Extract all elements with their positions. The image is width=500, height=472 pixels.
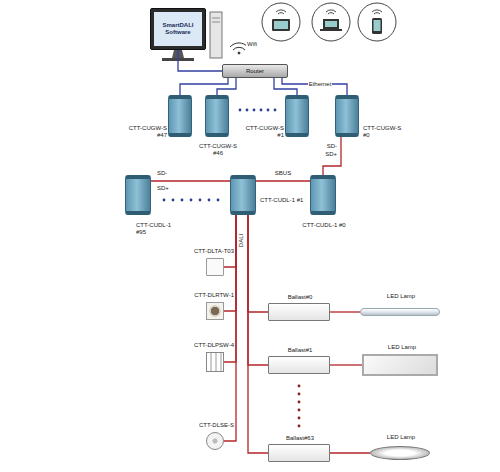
client-devices [262, 3, 396, 41]
tower-slot [212, 22, 220, 23]
connector-wire [180, 78, 228, 95]
device-label: LED Lamp [364, 344, 440, 351]
laptop-icon [320, 19, 342, 31]
device-label: CTT-CUGW-S #0 [363, 125, 407, 139]
tower-slot [212, 18, 220, 19]
signal-label: SD- [156, 170, 168, 177]
dot [298, 393, 301, 396]
dot [298, 385, 301, 388]
signal-label: SD- [326, 143, 338, 150]
signal-label: SD+ [324, 151, 338, 158]
dot [298, 401, 301, 404]
dot [267, 109, 270, 112]
dot [274, 109, 277, 112]
led-downlight: LED Lamp [370, 446, 430, 460]
dot [181, 199, 184, 202]
dot [163, 199, 166, 202]
ballast-driver: Ballast#63 [268, 444, 330, 462]
device-label: Ballast#0 [269, 294, 331, 301]
dot [199, 199, 202, 202]
ellipsis-dots [239, 109, 277, 112]
dot [298, 425, 301, 428]
dot [208, 199, 211, 202]
dot [246, 109, 249, 112]
connector-wire [330, 311, 360, 312]
ellipsis-dots [298, 385, 301, 428]
connector-wire [330, 452, 370, 453]
device-label: CTT-DLTA-T03 [174, 248, 234, 255]
box-text: Router [246, 68, 264, 75]
touch-panel: CTT-DLTA-T03 [206, 258, 224, 276]
pc-tower [210, 12, 222, 58]
device-label: Ballast#63 [269, 435, 331, 442]
ellipsis-dots [163, 199, 220, 202]
connector-wire [323, 137, 341, 175]
connector-wire [151, 180, 230, 181]
signal-label: SD+ [156, 185, 170, 192]
dot [190, 199, 193, 202]
connector-wire [248, 215, 268, 453]
gateway-module: CTT-CUGW-S #46 [205, 95, 229, 137]
device-label: CTT-DLPSW-4 [174, 342, 234, 349]
connector-wire [178, 50, 222, 71]
device-wifi [276, 10, 382, 14]
gateway-module: CTT-CUGW-S #0 [335, 95, 359, 137]
ballast-driver: Ballast#1 [268, 356, 330, 374]
dali-controller: CTT-CUDL-1 #1 [230, 175, 256, 215]
connector-wire [224, 215, 236, 362]
dot [217, 199, 220, 202]
gateway-module: CTT-CUGW-S #47 [168, 95, 192, 137]
connector-wire [256, 180, 310, 181]
led-panel-lamp: LED Lamp [362, 354, 438, 376]
phone-icon [372, 18, 382, 34]
bus-label: DALI [239, 232, 246, 247]
box-text: SmartDALI Software [154, 12, 202, 46]
device-label: LED Lamp [371, 434, 431, 441]
signal-label: Wifi [246, 41, 258, 48]
edge-label: Ethernet [308, 81, 333, 88]
device-label: Ballast#1 [269, 347, 331, 354]
device-label: CTT-CUGW-S #47 [123, 125, 167, 139]
device-label: CTT-CUDL-1 #0 [302, 222, 346, 229]
dot [239, 109, 242, 112]
sensor: CTT-DLSE-S [206, 432, 224, 450]
device-label: CTT-DLSE-S [174, 422, 234, 429]
rotary-dimmer: CTT-DLRTW-1 [206, 302, 224, 320]
computer-monitor: SmartDALI Software [150, 8, 206, 50]
dali-controller: CTT-CUDL-1 #95 [125, 175, 151, 215]
connector-wire [224, 215, 236, 267]
device-label: CTT-CUDL-1 #1 [260, 197, 304, 204]
connector-wire [282, 78, 347, 95]
device-label: CTT-CUGW-S #46 [196, 143, 240, 157]
connector-wire [248, 215, 268, 365]
connector-wire [248, 215, 268, 312]
dot [253, 109, 256, 112]
dot [298, 417, 301, 420]
gateway-module: CTT-CUGW-S #1 [285, 95, 309, 137]
dot [172, 199, 175, 202]
connector-wire [217, 78, 236, 95]
router-box: Router [222, 64, 288, 78]
connector-wire [330, 364, 362, 365]
edge-label: SBUS [274, 170, 292, 177]
tablet-icon [272, 19, 290, 31]
led-tube-lamp: LED Lamp [360, 308, 440, 316]
ballast-driver: Ballast#0 [268, 303, 330, 321]
device-label: LED Lamp [361, 293, 441, 300]
dot [298, 409, 301, 412]
device-label: CTT-CUGW-S #1 [240, 125, 284, 139]
connector-wire [274, 78, 297, 95]
push-switch: CTT-DLPSW-4 [206, 352, 224, 372]
device-label: CTT-DLRTW-1 [174, 292, 234, 299]
dot [260, 109, 263, 112]
dali-controller: CTT-CUDL-1 #0 [310, 175, 336, 215]
device-label: CTT-CUDL-1 #95 [136, 222, 180, 236]
